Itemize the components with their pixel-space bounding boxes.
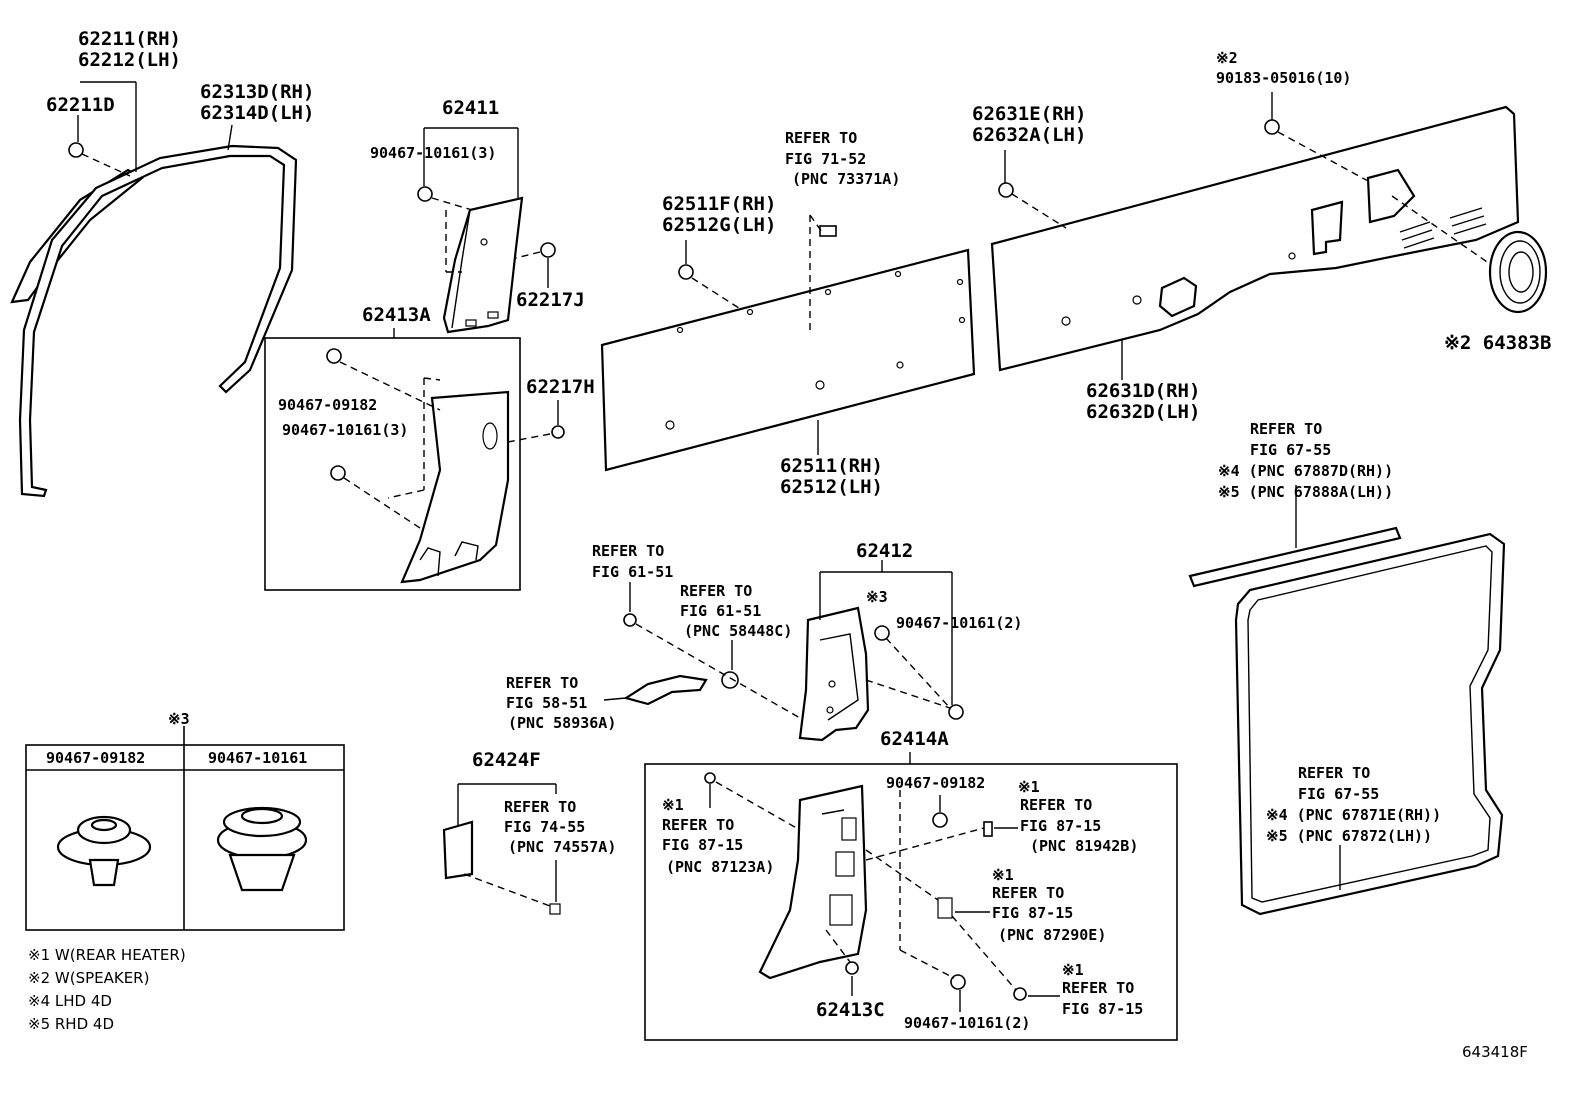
table-header-10161: 90467-10161 <box>208 749 307 767</box>
inset-box-62413a <box>264 337 521 591</box>
front-pillar-garnish <box>10 144 298 498</box>
upper-side-trim-panel <box>990 105 1520 372</box>
rear-side-trim-panel <box>600 248 976 472</box>
legend-note-4: ※5 RHD 4D <box>28 1015 114 1033</box>
assist-grip <box>623 674 708 706</box>
label-refer-87-15-a1: REFER TO <box>662 816 734 834</box>
label-refer-67-55-bot-d: ※5 (PNC 67872(LH)) <box>1266 827 1432 845</box>
label-62313d: 62313D(RH) <box>200 81 314 103</box>
speaker-grille-slots <box>1399 207 1487 249</box>
label-62512: 62512(LH) <box>780 476 883 498</box>
label-refer-74-55-c: (PNC 74557A) <box>508 838 616 856</box>
label-refer-71-52-c: (PNC 73371A) <box>792 170 900 188</box>
label-refer-67-55-bot-c: ※4 (PNC 67871E(RH)) <box>1266 806 1441 824</box>
label-refer-87-15-c2: FIG 87-15 <box>992 904 1073 922</box>
label-62413c: 62413C <box>816 999 885 1021</box>
label-refer-74-55-a: REFER TO <box>504 798 576 816</box>
label-x1-c: ※1 <box>992 866 1014 884</box>
legend-note-3: ※4 LHD 4D <box>28 992 112 1010</box>
label-x1-b: ※1 <box>1018 778 1040 796</box>
label-90467-10161-3b: 90467-10161(3) <box>282 421 408 439</box>
label-62217j: 62217J <box>516 289 585 311</box>
door-opening-weatherstrip <box>1234 532 1506 916</box>
label-refer-67-55-top-c: ※4 (PNC 67887D(RH)) <box>1218 462 1393 480</box>
label-refer-87-15-c1: REFER TO <box>992 884 1064 902</box>
center-pillar-upper-garnish <box>442 196 524 334</box>
clip-table <box>25 726 345 931</box>
label-90467-10161-3a: 90467-10161(3) <box>370 144 496 162</box>
label-refer-61-51-b1: REFER TO <box>680 582 752 600</box>
label-refer-58-51-b: FIG 58-51 <box>506 694 587 712</box>
speaker-grille-64383b <box>1488 230 1548 314</box>
inset-box-62414a <box>644 763 1178 1041</box>
label-62412: 62412 <box>856 540 913 562</box>
label-90183-05016: 90183-05016(10) <box>1216 69 1351 87</box>
label-62511: 62511(RH) <box>780 455 883 477</box>
center-pillar-lower-garnish <box>798 606 870 742</box>
label-refer-87-15-d1: REFER TO <box>1062 979 1134 997</box>
label-x2-top: ※2 <box>1216 49 1238 67</box>
dashed-assembly-lines <box>81 131 1491 991</box>
label-refer-71-52-a: REFER TO <box>785 129 857 147</box>
label-refer-61-51-a2: FIG 61-51 <box>592 563 673 581</box>
label-refer-71-52-b: FIG 71-52 <box>785 150 866 168</box>
leader-lines <box>77 81 1341 1012</box>
figure-code: 643418F <box>1462 1043 1528 1061</box>
label-refer-61-51-a1: REFER TO <box>592 542 664 560</box>
label-62631e: 62631E(RH) <box>972 103 1086 125</box>
table-header-09182: 90467-09182 <box>46 749 145 767</box>
legend-note-1: ※1 W(REAR HEATER) <box>28 946 186 964</box>
label-refer-67-55-top-d: ※5 (PNC 67888A(LH)) <box>1218 483 1393 501</box>
label-refer-58-51-c: (PNC 58936A) <box>508 714 616 732</box>
label-refer-87-15-b3: (PNC 81942B) <box>1030 837 1138 855</box>
clip-10161-drawing <box>216 806 308 892</box>
label-refer-87-15-b2: FIG 87-15 <box>1020 817 1101 835</box>
label-refer-58-51-a: REFER TO <box>506 674 578 692</box>
label-64383b: ※2 64383B <box>1444 332 1551 354</box>
label-62212: 62212(LH) <box>78 49 181 71</box>
label-62414a: 62414A <box>880 728 949 750</box>
label-90467-09182-a: 90467-09182 <box>278 396 377 414</box>
label-62632d: 62632D(LH) <box>1086 401 1200 423</box>
label-x1-a: ※1 <box>662 796 684 814</box>
legend-note-2: ※2 W(SPEAKER) <box>28 969 149 987</box>
label-x3-table: ※3 <box>168 710 190 728</box>
label-x3-mid: ※3 <box>866 588 888 606</box>
label-refer-87-15-d2: FIG 87-15 <box>1062 1000 1143 1018</box>
clip-09182-drawing <box>56 815 152 887</box>
label-90467-10161-2b: 90467-10161(2) <box>904 1014 1030 1032</box>
label-62411: 62411 <box>442 97 499 119</box>
label-refer-87-15-b1: REFER TO <box>1020 796 1092 814</box>
label-refer-87-15-c3: (PNC 87290E) <box>998 926 1106 944</box>
label-refer-61-51-b3: (PNC 58448C) <box>684 622 792 640</box>
label-x1-d: ※1 <box>1062 961 1084 979</box>
bracket-62424f <box>442 820 561 915</box>
label-refer-87-15-a3: (PNC 87123A) <box>666 858 774 876</box>
label-62632a: 62632A(LH) <box>972 124 1086 146</box>
quarter-pillar-garnish <box>400 390 510 584</box>
label-refer-67-55-top-a: REFER TO <box>1250 420 1322 438</box>
label-refer-74-55-b: FIG 74-55 <box>504 818 585 836</box>
label-62314d: 62314D(LH) <box>200 102 314 124</box>
label-62631d: 62631D(RH) <box>1086 380 1200 402</box>
label-62217h: 62217H <box>526 376 595 398</box>
label-62413a: 62413A <box>362 304 431 326</box>
label-62211d: 62211D <box>46 94 115 116</box>
quarter-trim-lower-panel <box>758 784 953 980</box>
label-62512g: 62512G(LH) <box>662 214 776 236</box>
label-refer-61-51-b2: FIG 61-51 <box>680 602 761 620</box>
label-refer-67-55-top-b: FIG 67-55 <box>1250 441 1331 459</box>
door-weatherstrip-upper <box>1188 526 1402 588</box>
label-62511f: 62511F(RH) <box>662 193 776 215</box>
label-90467-09182-b: 90467-09182 <box>886 774 985 792</box>
fastener-clips <box>68 119 1280 1001</box>
label-90467-10161-2a: 90467-10161(2) <box>896 614 1022 632</box>
label-refer-87-15-a2: FIG 87-15 <box>662 836 743 854</box>
label-refer-67-55-bot-b: FIG 67-55 <box>1298 785 1379 803</box>
label-62211: 62211(RH) <box>78 28 181 50</box>
label-refer-67-55-bot-a: REFER TO <box>1298 764 1370 782</box>
label-62424f: 62424F <box>472 749 541 771</box>
labels: 62211(RH) 62212(LH) 62211D 62313D(RH) 62… <box>28 28 1551 1061</box>
